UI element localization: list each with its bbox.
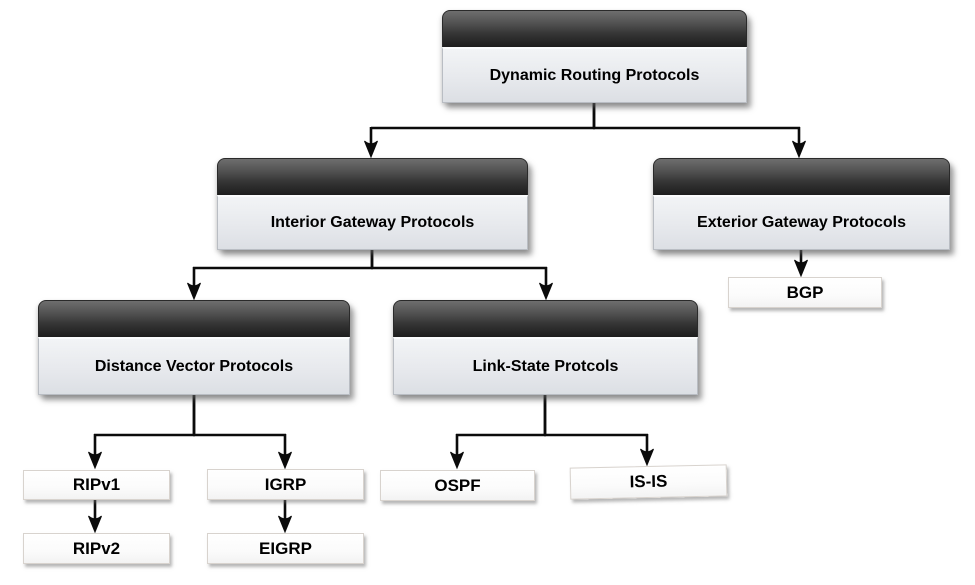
- panel-body: Distance Vector Protocols: [38, 337, 350, 395]
- panel-header-bar: [442, 10, 747, 47]
- node-link-state-protocols: Link-State Protcols: [393, 300, 698, 395]
- node-label: Exterior Gateway Protocols: [697, 214, 906, 231]
- node-bgp: BGP: [728, 277, 882, 308]
- panel-body: Dynamic Routing Protocols: [442, 47, 747, 103]
- arrow-down-icon: [640, 448, 654, 467]
- node-label: OSPF: [434, 475, 481, 495]
- edge-ripv1-to-ripv2: [88, 498, 102, 534]
- arrow-down-icon: [278, 515, 292, 534]
- node-label: BGP: [786, 282, 824, 302]
- edge-igp-to-dvp: [187, 250, 374, 301]
- arrow-down-icon: [278, 451, 292, 470]
- node-label: IS-IS: [629, 471, 668, 492]
- arrow-down-icon: [364, 140, 378, 159]
- edge-lsp-to-ospf: [450, 395, 547, 470]
- panel-body: Link-State Protcols: [393, 337, 698, 395]
- arrow-down-icon: [450, 451, 464, 470]
- edge-lsp-to-isis: [543, 395, 654, 467]
- edge-dvp-to-ripv1: [88, 395, 196, 470]
- panel-header-bar: [393, 300, 698, 337]
- panel-header-bar: [38, 300, 350, 337]
- arrow-down-icon: [792, 140, 806, 159]
- node-label: RIPv1: [72, 475, 121, 494]
- node-label: Link-State Protcols: [472, 357, 619, 375]
- arrow-down-icon: [539, 282, 553, 301]
- edge-dvp-to-igrp: [192, 395, 292, 470]
- panel-header-bar: [653, 158, 950, 195]
- arrow-down-icon: [794, 259, 808, 278]
- node-label: IGRP: [264, 474, 307, 494]
- node-label: RIPv2: [72, 538, 121, 558]
- node-eigrp: EIGRP: [207, 533, 364, 564]
- edge-dynamic-to-igp: [364, 103, 596, 159]
- node-is-is: IS-IS: [569, 464, 728, 500]
- panel-body: Interior Gateway Protocols: [217, 195, 528, 250]
- edge-igp-to-lsp: [370, 250, 553, 301]
- arrow-down-icon: [88, 515, 102, 534]
- node-dynamic-routing-protocols: Dynamic Routing Protocols: [442, 10, 747, 103]
- node-ripv1: RIPv1: [23, 470, 170, 500]
- node-ospf: OSPF: [380, 470, 535, 501]
- node-distance-vector-protocols: Distance Vector Protocols: [38, 300, 350, 395]
- node-label: Interior Gateway Protocols: [270, 214, 475, 231]
- node-label: EIGRP: [259, 538, 312, 558]
- edge-igrp-to-eigrp: [278, 498, 292, 534]
- arrow-down-icon: [88, 451, 102, 470]
- node-label: Distance Vector Protocols: [94, 357, 294, 375]
- node-interior-gateway-protocols: Interior Gateway Protocols: [217, 158, 528, 250]
- node-exterior-gateway-protocols: Exterior Gateway Protocols: [653, 158, 950, 250]
- panel-header-bar: [217, 158, 528, 195]
- node-igrp: IGRP: [207, 469, 364, 500]
- node-ripv2: RIPv2: [23, 533, 170, 564]
- edge-dynamic-to-egp: [592, 103, 806, 159]
- node-label: Dynamic Routing Protocols: [489, 66, 700, 84]
- edge-egp-to-bgp: [794, 250, 808, 278]
- arrow-down-icon: [187, 282, 201, 301]
- panel-body: Exterior Gateway Protocols: [653, 195, 950, 250]
